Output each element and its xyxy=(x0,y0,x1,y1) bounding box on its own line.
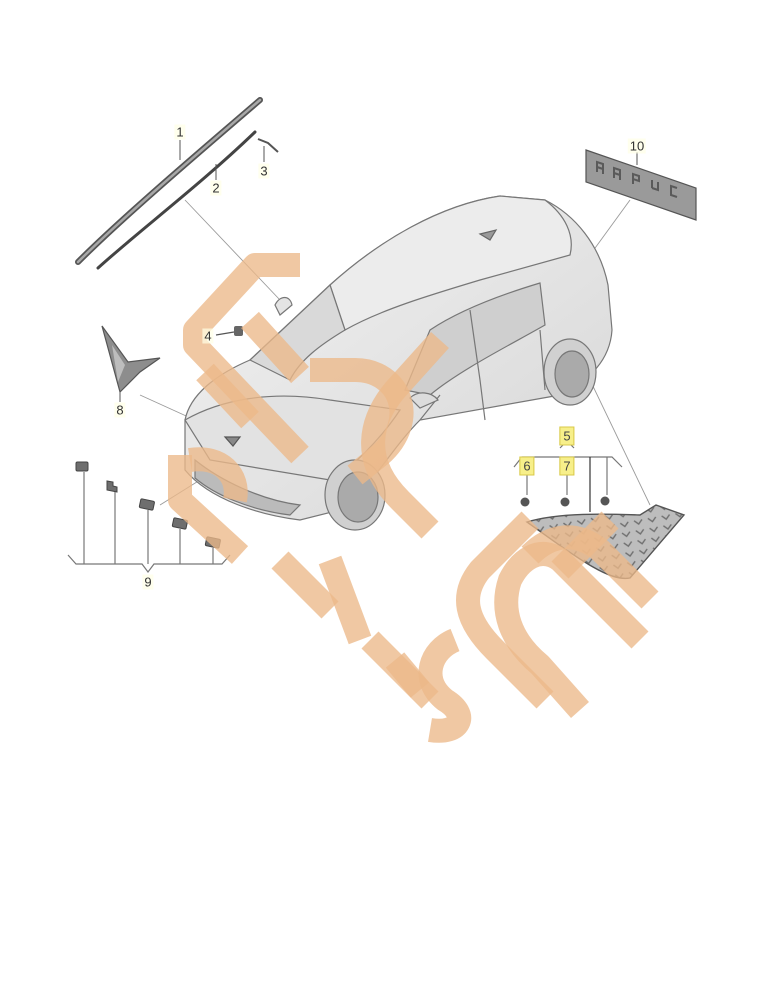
car-illustration xyxy=(184,195,613,531)
part-10-rear-lettering xyxy=(585,149,697,221)
callout-4[interactable]: 4 xyxy=(202,328,214,344)
watermark xyxy=(168,253,659,743)
callout-7[interactable]: 7 xyxy=(559,456,575,476)
part-2-seal-strip xyxy=(96,130,257,270)
part-9-lettering-set xyxy=(67,461,231,573)
callout-1[interactable]: 1 xyxy=(174,124,186,140)
callout-5[interactable]: 5 xyxy=(559,426,575,446)
part-8-emblem xyxy=(101,325,161,402)
part-1-roof-trim xyxy=(75,97,263,265)
callout-2[interactable]: 2 xyxy=(210,180,222,196)
leader-lines xyxy=(139,199,651,506)
callout-8[interactable]: 8 xyxy=(114,402,126,418)
part-3-clip xyxy=(257,138,279,162)
callout-9[interactable]: 9 xyxy=(142,574,154,590)
callout-3[interactable]: 3 xyxy=(258,163,270,179)
part-4-clip xyxy=(215,326,243,336)
callout-10[interactable]: 10 xyxy=(627,138,647,154)
callout-6[interactable]: 6 xyxy=(519,456,535,476)
